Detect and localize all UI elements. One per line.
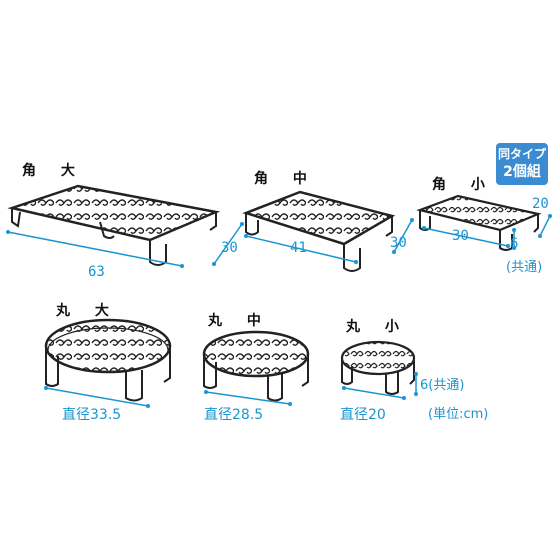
badge-line1: 同タイプ <box>497 147 546 161</box>
round-small-stand <box>340 340 416 395</box>
square-large-stand <box>7 184 221 266</box>
round-small-diameter: 直径20 <box>340 407 386 423</box>
label-round-large: 丸 大 <box>56 303 119 319</box>
round-large-stand <box>44 318 172 402</box>
unit-note: (単位:cm) <box>428 407 489 422</box>
round-large-diameter: 直径33.5 <box>62 407 122 423</box>
square-large-width: 63 <box>88 264 105 280</box>
round-height: 6(共通) <box>420 378 465 393</box>
round-medium-stand <box>202 330 310 402</box>
label-round-small: 丸 小 <box>346 319 409 335</box>
label-round-medium: 丸 中 <box>208 313 271 329</box>
square-height: 6 <box>510 236 519 252</box>
square-small-depth: 20 <box>532 196 549 212</box>
badge-line2: 2個組 <box>503 164 541 180</box>
two-pack-badge: 同タイプ 2個組 <box>496 143 548 185</box>
square-medium-width: 41 <box>290 240 307 256</box>
label-square-large: 角 大 <box>22 163 85 179</box>
square-medium-stand <box>242 190 396 272</box>
square-large-depth: 30 <box>221 240 238 256</box>
label-square-small: 角 小 <box>432 177 495 193</box>
square-small-stand <box>416 194 542 251</box>
label-square-medium: 角 中 <box>254 171 317 187</box>
square-height-common: (共通) <box>506 260 543 275</box>
square-medium-depth: 30 <box>390 235 407 251</box>
square-small-width: 30 <box>452 228 469 244</box>
round-medium-diameter: 直径28.5 <box>204 407 264 423</box>
